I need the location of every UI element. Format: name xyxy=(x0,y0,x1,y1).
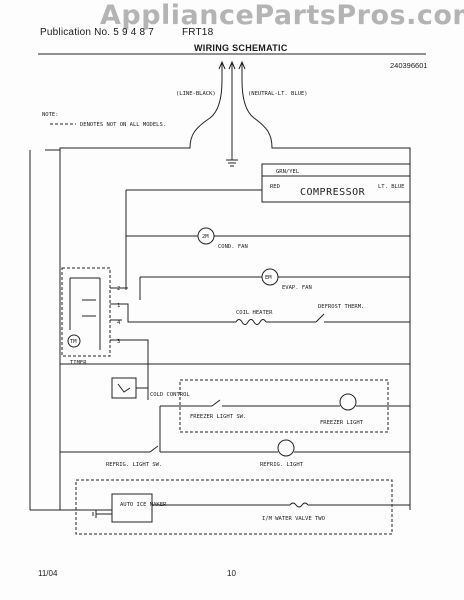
cond-fan-label: COND. FAN xyxy=(218,244,248,250)
ice-maker-area xyxy=(75,479,393,535)
line-label: (LINE-BLACK) xyxy=(176,91,216,97)
refrig-light-switch xyxy=(149,445,159,453)
cold-control-label: COLD CONTROL xyxy=(150,392,190,398)
evap-fan-label: EVAP. FAN xyxy=(282,285,312,291)
timer-motor-label: TM xyxy=(70,339,77,345)
ice-maker-box xyxy=(111,493,153,523)
freezer-light-switch xyxy=(211,399,221,407)
publication-value: 5 9 4 8 7 xyxy=(113,27,154,38)
compressor-wire-right: LT. BLUE xyxy=(378,184,405,190)
freezer-light-label: FREEZER LIGHT xyxy=(320,420,364,426)
line-lead xyxy=(59,79,223,150)
power-plug xyxy=(218,60,246,80)
timer-label: TIMER xyxy=(70,360,87,366)
timer-motor xyxy=(67,334,81,348)
refrig-light-sw-label: REFRIG. LIGHT SW. xyxy=(106,462,162,468)
footer-page-number: 10 xyxy=(227,569,236,578)
compressor-wire-left: RED xyxy=(270,184,280,190)
freezer-light-bulb xyxy=(339,393,357,411)
compressor-label: COMPRESSOR xyxy=(300,187,366,198)
timer-terminal-3: 3 xyxy=(117,339,120,345)
evap-fan-symbol: EM xyxy=(265,275,272,281)
timer-terminal-2: 2 xyxy=(117,286,120,292)
publication-number: Publication No. 5 9 4 8 7 FRT18 xyxy=(40,28,213,38)
coil-heater-label: COIL HEATER xyxy=(236,310,273,316)
ice-maker-label: AUTO ICE MAKER xyxy=(120,502,167,508)
publication-label: Publication No. xyxy=(40,27,111,38)
note-text: DENOTES NOT ON ALL MODELS. xyxy=(80,122,166,128)
compressor-wire-top: GRN/YEL xyxy=(276,169,300,175)
document-id: 240396601 xyxy=(390,61,428,70)
page-title: WIRING SCHEMATIC xyxy=(194,43,288,53)
cond-fan-symbol: 2M xyxy=(202,234,209,240)
note-label: NOTE: xyxy=(42,112,59,118)
freezer-light-sw-label: FREEZER LIGHT SW. xyxy=(190,414,246,420)
defrost-therm-label: DEFROST THERM. xyxy=(318,304,364,310)
timer-terminal-4: 4 xyxy=(117,320,121,326)
timer-box xyxy=(61,267,111,357)
water-valve-coil xyxy=(289,502,309,508)
timer-terminal-1: 1 xyxy=(117,303,120,309)
cold-control-box xyxy=(111,377,137,399)
refrig-light-bulb xyxy=(277,439,295,457)
watermark: AppliancePartsPros.com xyxy=(100,0,464,31)
ground-symbol xyxy=(226,159,238,167)
compressor-box xyxy=(261,163,411,203)
coil-heater-symbol xyxy=(235,319,267,325)
defrost-therm-symbol xyxy=(315,313,332,323)
refrig-light-label: REFRIG. LIGHT xyxy=(260,462,304,468)
neutral-lead xyxy=(241,79,411,180)
footer-date: 11/04 xyxy=(38,569,58,578)
neutral-label: (NEUTRAL-LT. BLUE) xyxy=(248,91,308,97)
model-fragment: FRT18 xyxy=(181,27,214,38)
water-valve-label: I/M WATER VALVE TWO xyxy=(262,516,325,522)
